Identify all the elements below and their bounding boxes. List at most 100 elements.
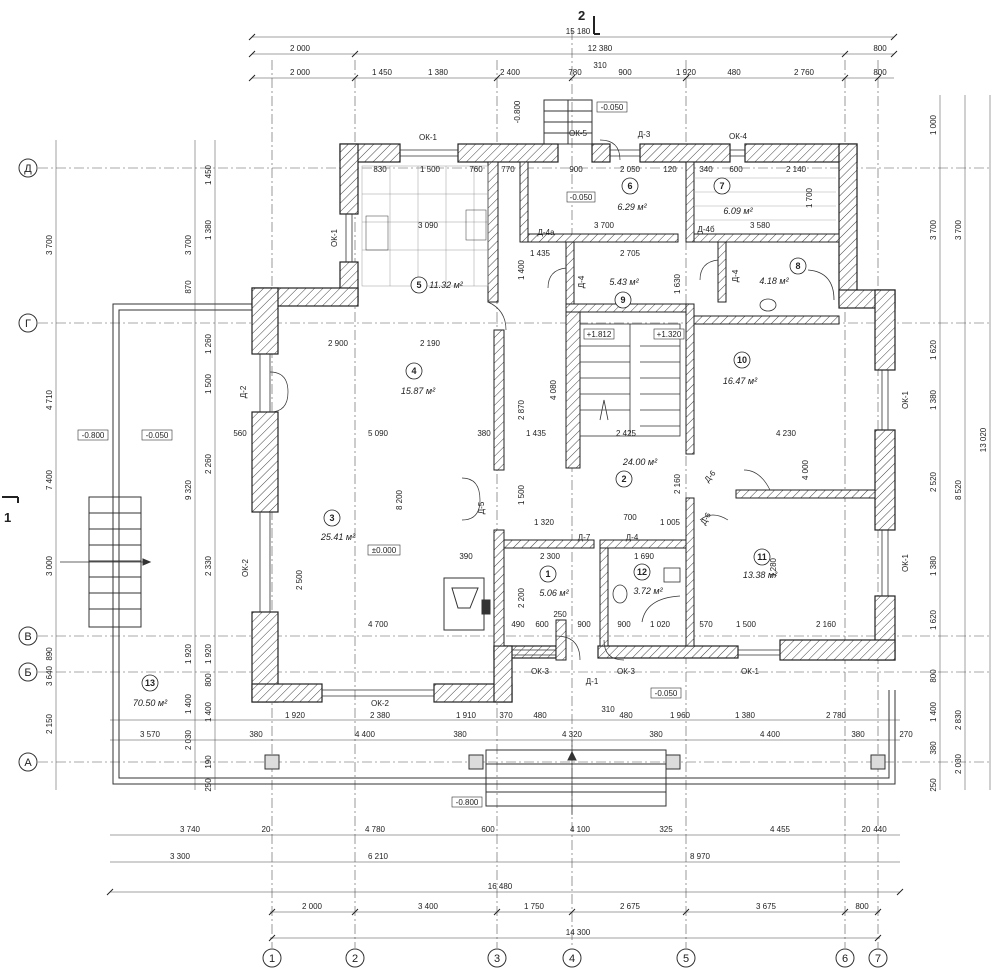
dim-right-outer-2: 2 830 — [954, 709, 963, 730]
axis-labels-v: 1 2 3 4 5 6 7 — [269, 953, 881, 965]
dim-bot-r2-0: 3 570 — [140, 730, 161, 739]
idim-13: 1 700 — [805, 187, 814, 208]
idim-26: 1 005 — [660, 518, 681, 527]
dim-left-fine-4: 2 260 — [204, 453, 213, 474]
idim-35: 1 435 — [526, 429, 547, 438]
dim-bot-r1-2: 1 910 — [456, 711, 477, 720]
idim-49: 1 400 — [517, 259, 526, 280]
dim-bot-r1-4: 480 — [533, 711, 547, 720]
axis-label-b: Б — [24, 667, 31, 679]
idim-25: 700 — [623, 513, 637, 522]
window-frames — [259, 149, 889, 697]
room-4-number: 4 — [411, 366, 416, 376]
dim-bot-r2-2: 4 400 — [355, 730, 376, 739]
dim-bot-r6-4: 3 675 — [756, 902, 777, 911]
room-1-area: 5.06 м² — [539, 588, 569, 598]
idim-7: 340 — [699, 165, 713, 174]
level-terrace-outer: -0.800 — [82, 431, 105, 440]
dim-bot-r3-5: 325 — [659, 825, 673, 834]
idim-4: 900 — [569, 165, 583, 174]
dim-bot-r3-3: 600 — [481, 825, 495, 834]
idim-48: 380 — [477, 429, 491, 438]
window-mark-ok5: ОК-5 — [569, 129, 588, 138]
dim-top-r2-0: 2 000 — [290, 68, 311, 77]
axis-label-6: 6 — [842, 953, 848, 965]
dim-bot-r2-7: 380 — [851, 730, 865, 739]
idim-23: 1 690 — [634, 552, 655, 561]
dim-right-inner-9: 380 — [929, 741, 938, 755]
dim-left-fine-10: 250 — [204, 778, 213, 792]
dim-right-overall: 13 020 — [979, 427, 988, 452]
door-mark-d3: Д-3 — [638, 130, 651, 139]
idim-22: 2 300 — [540, 552, 561, 561]
room-13-number: 13 — [145, 678, 155, 688]
dim-bot-r6-5: 800 — [855, 902, 869, 911]
dim-bot-r1-8: 1 380 — [735, 711, 756, 720]
level-rear-step: -0.800 — [513, 100, 522, 123]
door-mark-d4-right: Д-4 — [731, 269, 740, 282]
section-mark-top: 2 — [578, 8, 585, 23]
level-living: ±0.000 — [372, 546, 397, 555]
dim-right-inner-6: 1 620 — [929, 609, 938, 630]
window-mark-ok2-bottom: ОК-2 — [371, 699, 390, 708]
idim-0: 830 — [373, 165, 387, 174]
top-dimensions: 15 180 2 000 12 380 800 310 2 000 1 450 … — [290, 27, 887, 77]
idim-19: 5 090 — [368, 429, 389, 438]
dim-bot-r3-2: 4 780 — [365, 825, 386, 834]
door-mark-d6-a: Д-6 — [703, 468, 718, 484]
window-mark-ok3-b: ОК-3 — [617, 667, 636, 676]
room-1-number: 1 — [545, 569, 550, 579]
dim-bot-r3-8: 440 — [873, 825, 887, 834]
axis-labels-h: Д Г В Б А — [24, 163, 32, 769]
room-11-area: 13.38 м² — [743, 570, 778, 580]
dim-bot-r1-6: 480 — [619, 711, 633, 720]
dim-top-r2-3: 2 400 — [500, 68, 521, 77]
dim-right-inner-10: 2 030 — [954, 753, 963, 774]
idim-50: 2 200 — [517, 587, 526, 608]
level-boxes — [77, 101, 685, 808]
idim-14: 1 435 — [530, 249, 551, 258]
dim-bot-r5: 16 480 — [488, 882, 513, 891]
dim-bot-r2-4: 4 320 — [562, 730, 583, 739]
window-mark-ok2-left: ОК-2 — [241, 558, 250, 577]
level-terrace-inner: -0.050 — [146, 431, 169, 440]
level-stair-1: +1.812 — [587, 330, 612, 339]
room-labels: 1 5.06 м² 2 24.00 м² 3 25.41 м² 4 15.87 … — [133, 181, 801, 708]
staircase — [579, 323, 681, 437]
dim-top-r2-7: 480 — [727, 68, 741, 77]
dim-left-outer-1: 4 710 — [45, 389, 54, 410]
dim-left-misc-1: 890 — [45, 647, 54, 661]
axis-label-3: 3 — [494, 953, 500, 965]
dim-bot-r6-1: 3 400 — [418, 902, 439, 911]
level-ground: -0.800 — [456, 798, 479, 807]
dim-left-inner-0: 3 700 — [184, 234, 193, 255]
dim-left-fine-5: 2 330 — [204, 555, 213, 576]
dim-right-inner-4: 2 520 — [929, 471, 938, 492]
room-6-area: 6.29 м² — [617, 202, 647, 212]
idim-34: 2 425 — [616, 429, 637, 438]
idim-39: 570 — [699, 620, 713, 629]
door-mark-d7: Д-7 — [578, 533, 591, 542]
room-12-area: 3.72 м² — [633, 586, 663, 596]
idim-32: 4 080 — [549, 379, 558, 400]
room-2-number: 2 — [621, 474, 626, 484]
axis-label-a: А — [24, 757, 32, 769]
room-10-number: 10 — [737, 355, 747, 365]
dim-bot-r1-3: 370 — [499, 711, 513, 720]
door-mark-d2: Д-2 — [239, 385, 248, 398]
dim-bot-r6-2: 1 750 — [524, 902, 545, 911]
door-swings — [269, 139, 771, 661]
dim-right-inner-11: 250 — [929, 778, 938, 792]
dim-right-inner-1: 3 700 — [929, 219, 938, 240]
idim-42: 560 — [233, 429, 247, 438]
axis-label-2: 2 — [352, 953, 358, 965]
dim-top-extra: 310 — [593, 61, 607, 70]
section-mark-left: 1 — [4, 510, 11, 525]
dim-right-outer-1: 8 520 — [954, 479, 963, 500]
idim-1: 1 500 — [420, 165, 441, 174]
dim-bot-r6-0: 2 000 — [302, 902, 323, 911]
interior-dimensions: 830 1 500 760 770 900 2 050 120 340 600 … — [233, 165, 836, 629]
idim-45: 250 — [553, 610, 567, 619]
dim-right-outer-0: 3 700 — [954, 219, 963, 240]
